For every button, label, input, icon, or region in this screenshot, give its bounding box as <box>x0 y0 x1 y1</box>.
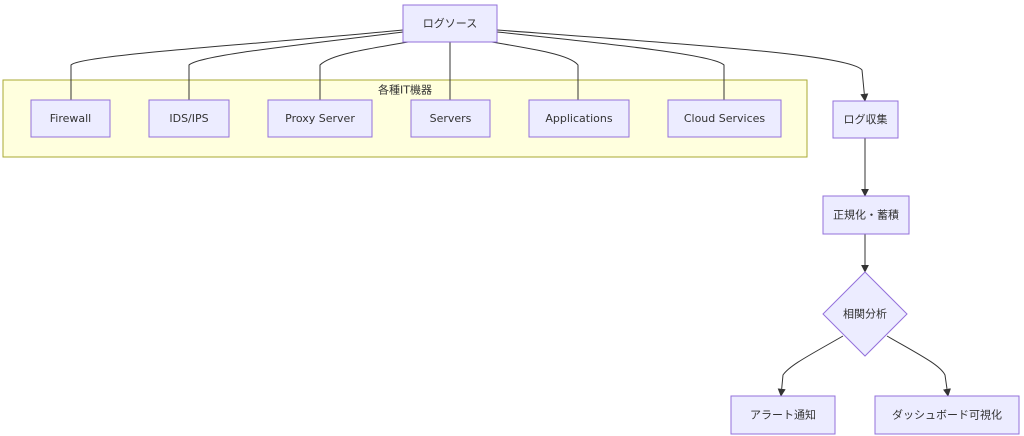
node-firewall-box <box>30 99 111 138</box>
node-alert-box <box>730 395 836 435</box>
node-servers-label: Servers <box>430 112 472 125</box>
node-applications-label: Applications <box>545 112 612 125</box>
node-log-collect-label: ログ収集 <box>844 112 888 126</box>
node-cloud-services: Cloud Services <box>667 99 782 138</box>
edge-source-cloud <box>496 31 725 100</box>
node-servers-box <box>410 99 491 138</box>
node-correlate-diamond <box>822 271 908 357</box>
node-proxy-server: Proxy Server <box>267 99 373 138</box>
node-log-collect-box <box>832 100 899 139</box>
node-alert: アラート通知 <box>730 395 836 435</box>
node-applications: Applications <box>528 99 630 138</box>
node-applications-box <box>528 99 630 138</box>
node-dashboard: ダッシュボード可視化 <box>874 395 1020 435</box>
node-ids-ips-box <box>148 99 230 138</box>
device-group-title: 各種IT機器 <box>378 83 432 97</box>
node-dashboard-label: ダッシュボード可視化 <box>892 408 1002 422</box>
node-log-source: ログソース <box>402 4 498 43</box>
node-normalize-box <box>822 195 910 235</box>
edge-source-proxy <box>319 39 421 100</box>
node-log-source-label: ログソース <box>423 16 477 30</box>
node-cloud-services-label: Cloud Services <box>684 112 766 125</box>
edge-source-idsips <box>188 31 404 100</box>
node-proxy-server-label: Proxy Server <box>285 112 355 125</box>
node-normalize: 正規化・蓄積 <box>822 195 910 235</box>
edge-source-applications <box>479 39 579 100</box>
node-ids-ips: IDS/IPS <box>148 99 230 138</box>
edge-source-logcollect <box>496 29 869 102</box>
node-log-source-box <box>402 4 498 43</box>
node-firewall-label: Firewall <box>50 112 91 125</box>
edge-source-firewall <box>70 29 404 100</box>
node-correlate: 相関分析 <box>822 271 908 357</box>
edge-correlate-alert <box>777 335 844 397</box>
node-correlate-label: 相関分析 <box>843 307 887 321</box>
node-cloud-services-box <box>667 99 782 138</box>
node-proxy-server-box <box>267 99 373 138</box>
edge-correlate-dashboard <box>886 335 951 397</box>
node-log-collect: ログ収集 <box>832 100 899 139</box>
node-dashboard-box <box>874 395 1020 435</box>
node-firewall: Firewall <box>30 99 111 138</box>
node-normalize-label: 正規化・蓄積 <box>833 208 899 222</box>
node-alert-label: アラート通知 <box>750 408 816 422</box>
node-servers: Servers <box>410 99 491 138</box>
edges <box>70 29 951 397</box>
node-ids-ips-label: IDS/IPS <box>169 112 208 125</box>
